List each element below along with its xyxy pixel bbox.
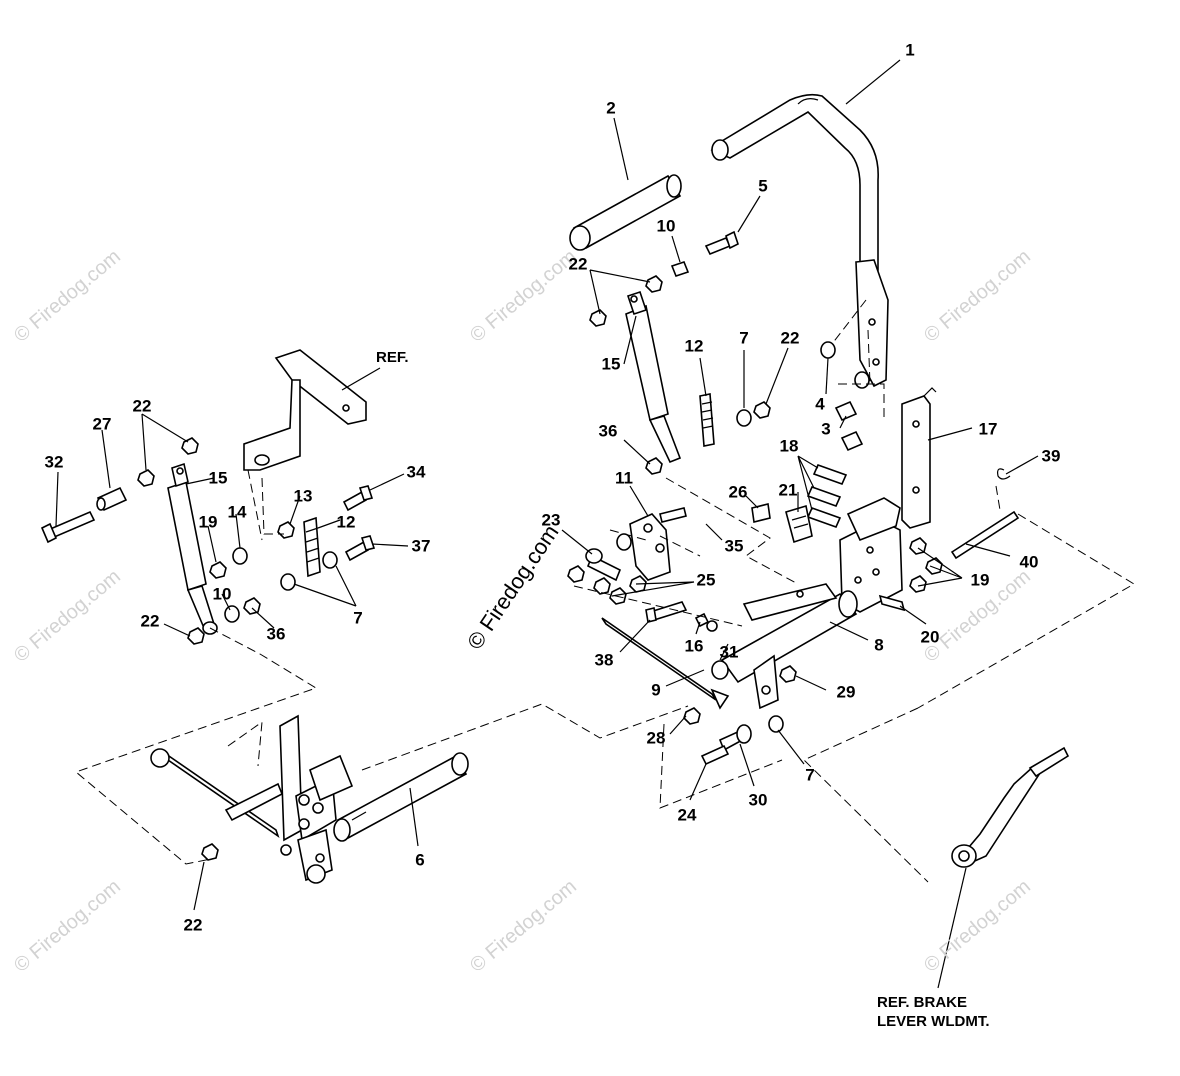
- callout-35: 35: [724, 536, 744, 556]
- gas-spring-left: [167, 462, 218, 635]
- spacer-27: [96, 486, 128, 512]
- callout-22: 22: [140, 611, 160, 631]
- rod-end-23: [585, 533, 632, 582]
- brake-ref-line2: LEVER WLDMT.: [877, 1012, 990, 1030]
- callout-24: 24: [677, 805, 697, 825]
- bolt-32: [40, 510, 96, 544]
- callout-29: 29: [836, 682, 856, 702]
- callout-36: 36: [266, 624, 286, 644]
- callout-6: 6: [415, 850, 425, 870]
- pin-40: [950, 510, 1020, 560]
- lever-bracket: [753, 654, 779, 710]
- pivot-plate: [839, 497, 903, 613]
- bolts-18: [806, 463, 848, 529]
- callout-11: 11: [615, 468, 633, 488]
- fitting-16: [694, 612, 718, 632]
- bolt-5: [704, 230, 739, 256]
- bolt-34: [342, 485, 374, 512]
- handle-grip: [569, 174, 682, 251]
- cross-shaft: [720, 583, 858, 684]
- handle-lever-plate: [855, 259, 889, 388]
- nuts-right-group: [589, 275, 771, 475]
- pivot-bracket-11: [629, 507, 687, 581]
- clip-26: [751, 503, 771, 523]
- callout-10: 10: [656, 216, 676, 236]
- spring-12-right: [699, 393, 715, 447]
- callout-12: 12: [684, 336, 704, 356]
- brake-ref-line1: REF. BRAKE: [877, 994, 968, 1011]
- callout-12: 12: [336, 512, 356, 532]
- callout-13: 13: [293, 486, 313, 506]
- callout-21: 21: [778, 480, 798, 500]
- callout-9: 9: [651, 680, 661, 700]
- control-rod: [601, 617, 730, 710]
- callout-19: 19: [970, 570, 990, 590]
- callout-27: 27: [92, 414, 112, 434]
- callout-7: 7: [739, 328, 749, 348]
- handle-bar: [710, 93, 879, 273]
- callout-40: 40: [1019, 552, 1039, 572]
- callout-2: 2: [606, 98, 616, 118]
- callout-5: 5: [758, 176, 768, 196]
- gas-spring-right: [625, 290, 682, 464]
- mount-bracket: [901, 387, 937, 529]
- callout-22: 22: [780, 328, 800, 348]
- control-lever-assembly: [150, 714, 469, 884]
- callout-3: 3: [821, 419, 831, 439]
- ref-bracket-left: [243, 349, 367, 471]
- callout-17: 17: [978, 419, 998, 439]
- callout-10: 10: [212, 584, 232, 604]
- callout-19: 19: [198, 512, 218, 532]
- callout-28: 28: [646, 728, 666, 748]
- callout-1: 1: [905, 40, 915, 60]
- callout-23: 23: [541, 510, 561, 530]
- callout-22: 22: [132, 396, 152, 416]
- callout-22: 22: [183, 915, 203, 935]
- nuts-25: [567, 565, 647, 605]
- bolts-3: [834, 400, 864, 452]
- left-nuts-washers: [137, 437, 338, 645]
- clip-39: [997, 468, 1011, 480]
- spring-12-left: [303, 516, 321, 578]
- brake-ref-note: REF. BRAKE LEVER WLDMT.: [877, 994, 990, 1032]
- leader-lines: [55, 59, 1039, 989]
- callout-8: 8: [874, 635, 884, 655]
- callout-32: 32: [44, 452, 64, 472]
- callout-16: 16: [684, 636, 704, 656]
- nuts-19-right: [909, 537, 943, 593]
- callout-36: 36: [598, 421, 618, 441]
- callout-15: 15: [601, 354, 621, 374]
- callout-18: 18: [779, 436, 799, 456]
- ref-note: REF.: [376, 349, 409, 366]
- lower-right-hardware: [683, 665, 797, 766]
- callout-26: 26: [728, 482, 748, 502]
- callout-20: 20: [920, 627, 940, 647]
- callout-38: 38: [594, 650, 614, 670]
- callout-14: 14: [227, 502, 247, 522]
- brake-lever-ref: [951, 746, 1070, 868]
- spacer-10-right: [670, 261, 690, 277]
- callout-7: 7: [805, 765, 815, 785]
- bolt-20: [878, 594, 906, 612]
- callout-25: 25: [696, 570, 716, 590]
- callout-31: 31: [719, 642, 739, 662]
- bolt-37: [344, 535, 376, 562]
- callout-39: 39: [1041, 446, 1061, 466]
- callout-34: 34: [406, 462, 426, 482]
- callout-37: 37: [411, 536, 431, 556]
- bushing-31: [711, 660, 729, 680]
- bolt-38: [645, 601, 688, 623]
- callout-15: 15: [208, 468, 228, 488]
- callout-4: 4: [815, 394, 825, 414]
- latch-21: [785, 504, 813, 544]
- callout-22: 22: [568, 254, 588, 274]
- callout-7: 7: [353, 608, 363, 628]
- dashed-reference-lines: [75, 299, 1135, 883]
- callout-30: 30: [748, 790, 768, 810]
